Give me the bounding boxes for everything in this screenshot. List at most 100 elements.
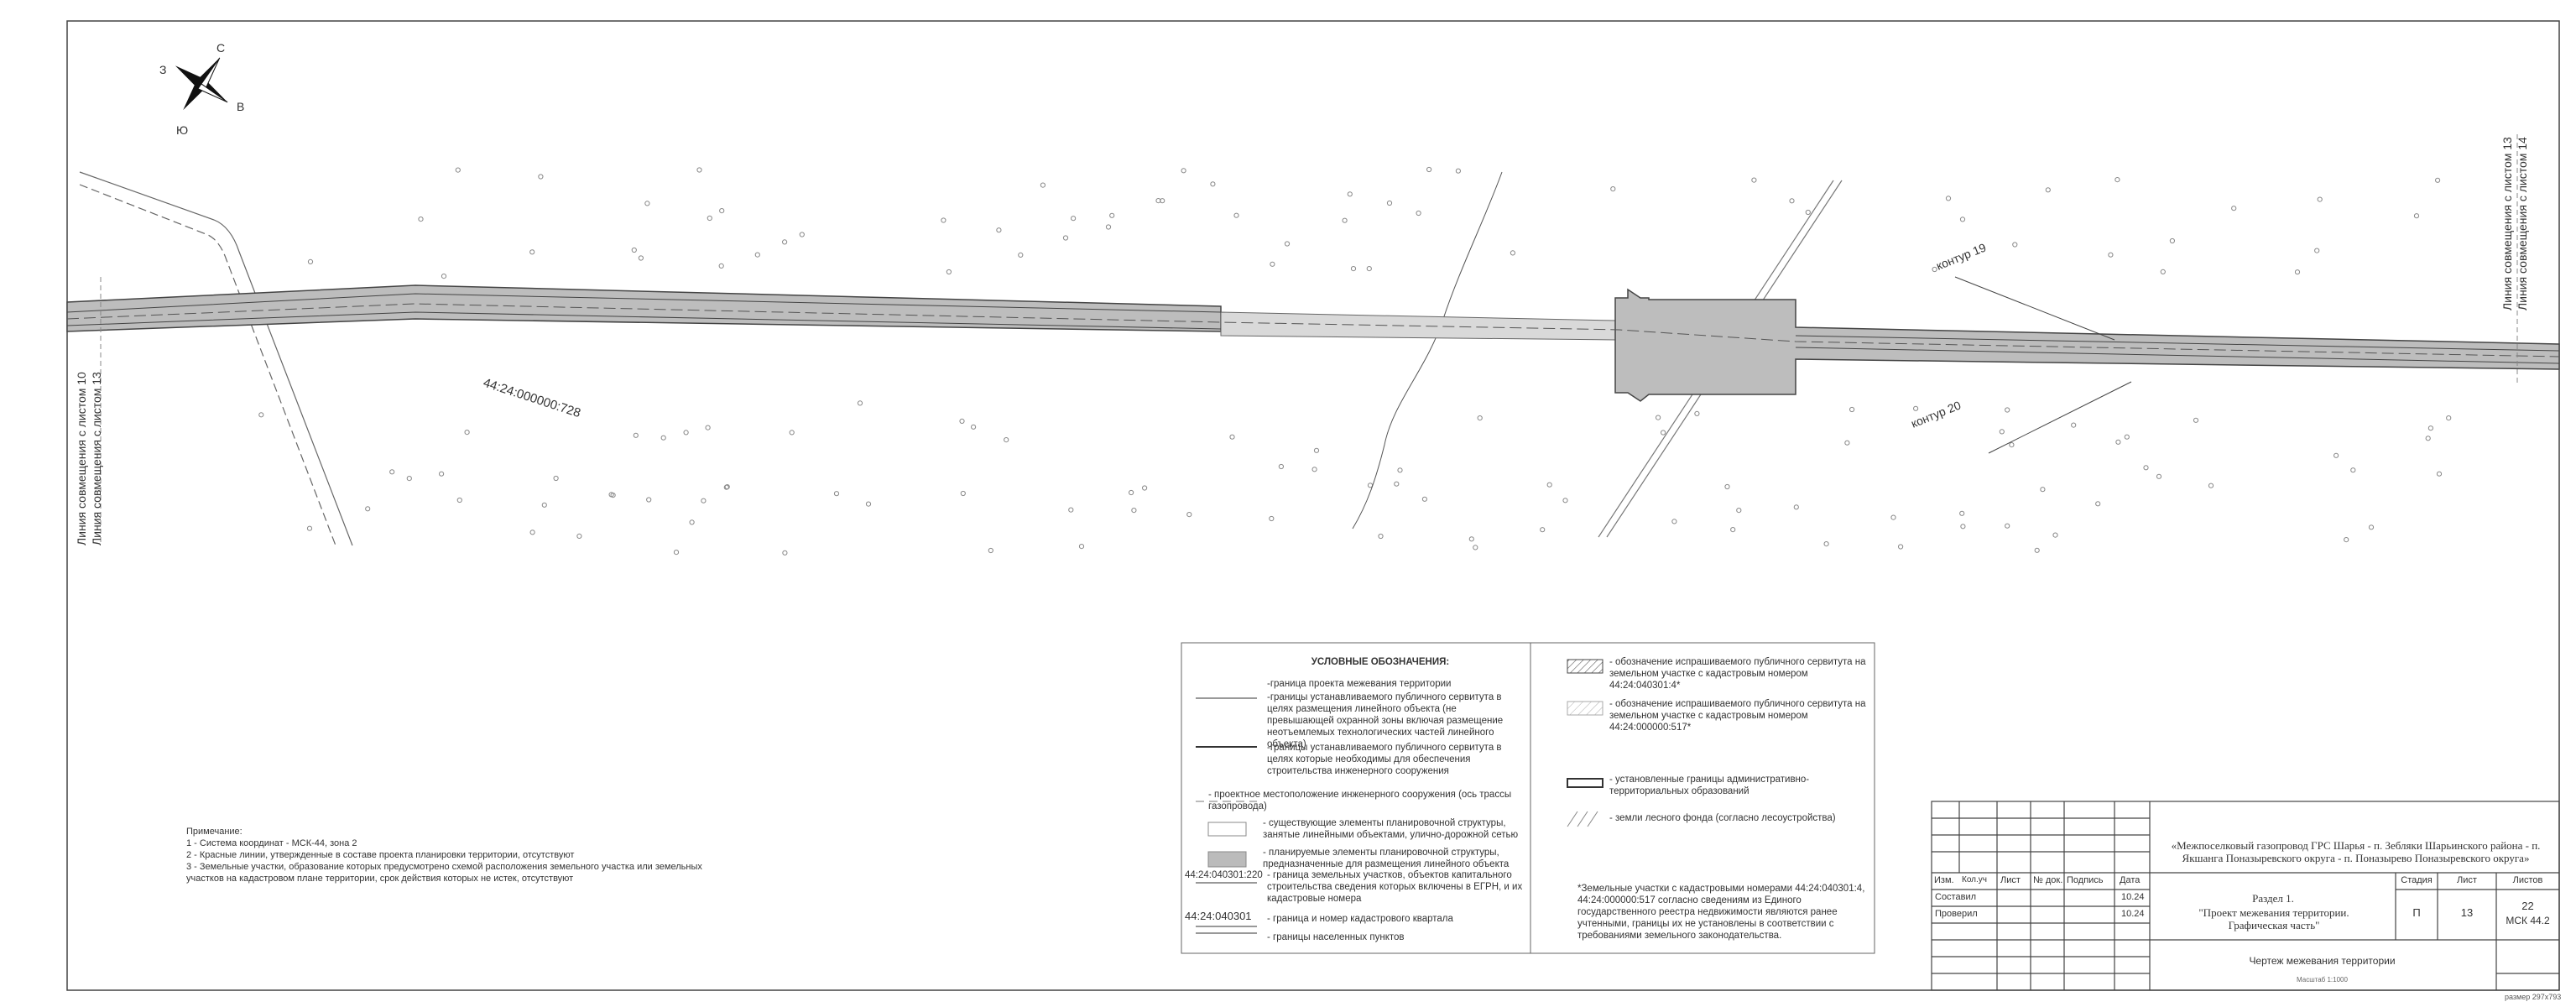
legend-right-item-4: - земли лесного фонда (согласно лесоустр… [1609,813,1836,823]
forest-symbol [2160,269,2166,274]
forest-symbol [2435,177,2441,183]
forest-symbol [418,217,424,222]
forest-symbol [1546,482,1552,488]
sheet-frame [66,20,2560,991]
forest-symbol [833,491,840,497]
forest-symbol [2071,422,2077,428]
forest-symbol [696,167,702,173]
forest-symbol [2115,177,2120,183]
forest-symbol [1913,405,1919,411]
legend-item-4: - проектное местоположение инженерного с… [1208,790,1512,811]
forest-symbol [1210,181,1216,187]
forest-symbol [1062,235,1069,241]
legend-right-item-3: - установленные границы административно-… [1609,775,1810,796]
drawing-name: Чертеж межевания территории [2249,955,2396,967]
forest-symbol [1455,168,1462,174]
forest-symbol [1131,508,1137,514]
existing-road [79,171,353,546]
notes-title: Примечание: [186,827,242,837]
match-label-right-2: Линия совмещения с листом 14 [2516,137,2529,310]
forest-symbol [553,475,559,482]
forest-symbol [1366,266,1372,272]
th-list: Лист [2000,875,2021,885]
legend-item-5: - существующие элементы планировочной ст… [1263,818,1519,840]
forest-symbol [1342,217,1348,223]
forest-symbol [857,400,863,406]
forest-symbol [2045,187,2051,193]
legend-item-9: - границы населенных пунктов [1267,932,1405,942]
forest-symbol [406,476,412,482]
legend-frame-left [1181,642,1531,954]
forest-symbol [644,201,650,206]
forest-symbol [1736,508,1742,514]
forest-symbol [2436,471,2443,477]
forest-symbol [1473,545,1478,550]
forest-symbol [2193,417,2199,423]
forest-symbol [1421,496,1428,502]
forest-symbol [701,498,707,503]
forest-symbol [782,239,788,245]
forest-symbol [1040,182,1046,188]
forest-symbol [1078,544,1085,550]
legend-footnote: *Земельные участки с кадастровыми номера… [1577,884,1865,941]
forest-symbol [1751,177,1757,183]
sheet-value: 13 [2460,906,2474,919]
legend-right-item-1: - обозначение испрашиваемого публичного … [1609,657,1866,691]
forest-symbol [365,506,371,512]
forest-symbol [1540,527,1546,533]
compass-west-label: З [159,63,166,76]
forest-symbol [1394,481,1400,487]
forest-symbol [464,430,470,436]
forest-symbol [1004,437,1009,443]
legend-item-7: - граница земельных участков, объектов к… [1267,870,1523,904]
stage-header: Стадия [2401,875,2433,885]
forest-symbol [441,274,447,279]
note-1: 1 - Система координат - МСК-44, зона 2 [186,838,357,848]
forest-symbol [306,525,313,531]
forest-symbol [1823,541,1829,547]
msk-value: МСК 44.2 [2506,915,2550,926]
forest-symbol [2427,425,2433,431]
forest-symbol [631,247,637,253]
forest-symbol [2143,465,2149,471]
forest-symbol [1105,224,1112,230]
forest-symbol [1386,200,1393,206]
forest-symbol [707,215,712,222]
section-label: Раздел 1. [2252,892,2294,905]
forest-symbol [1416,210,1421,217]
forest-symbol [1562,498,1568,503]
forest-symbol [1844,440,1850,446]
forest-symbols [258,166,2452,556]
forest-symbol [646,497,652,503]
forest-symbol [2034,547,2040,553]
forest-symbol [1656,415,1661,420]
cadastre-label: 44:24:000000:728 [482,376,582,421]
forest-symbol [1661,430,1666,436]
forest-symbol [1109,212,1115,218]
pipeline-corridor [66,284,2560,402]
forest-symbol [1347,191,1353,197]
forest-symbol [1805,209,1811,216]
match-label-left-1: Линия совмещения с листом 10 [75,372,88,545]
forest-symbol [1694,410,1700,416]
forest-symbol [2009,442,2015,448]
forest-symbol [689,519,695,525]
forest-symbol [1890,514,1896,520]
composed-label: Составил [1935,892,1977,902]
forest-symbol [1724,483,1730,490]
forest-symbol [789,430,795,436]
forest-symbol [2040,487,2046,493]
forest-symbol [2012,242,2018,248]
forest-symbol [541,502,547,508]
sheet-header: Лист [2457,875,2477,885]
legend-symbols [1196,659,1603,934]
forest-symbol [2368,524,2375,530]
forest-symbol [2231,206,2237,211]
forest-symbol [1932,266,1937,273]
forest-symbol [576,533,582,540]
forest-symbol [2317,196,2323,202]
legend-sample-parcel: 44:24:040301:220 [1185,870,1263,880]
forest-symbol [1278,463,1285,470]
forest-symbol [1468,536,1474,542]
